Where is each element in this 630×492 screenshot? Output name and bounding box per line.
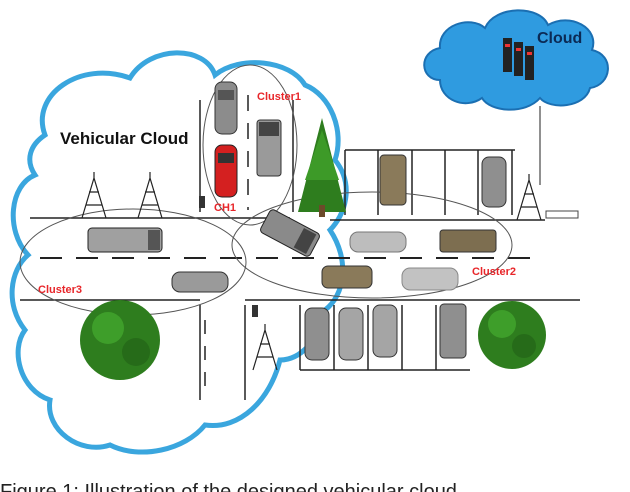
parking-lot-top bbox=[344, 149, 515, 215]
cluster-head-car-icon bbox=[214, 144, 238, 198]
cluster2-ellipse bbox=[231, 191, 513, 299]
vehicle-car-icon bbox=[481, 156, 507, 208]
vehicle-car-icon bbox=[401, 267, 459, 291]
bush-tree-icon bbox=[478, 301, 546, 369]
radio-tower-icon bbox=[516, 174, 542, 221]
vehicular-cloud-outline bbox=[9, 50, 349, 455]
radio-tower-icon bbox=[137, 172, 163, 219]
traffic-light-icon bbox=[199, 196, 205, 208]
server-rack-icon bbox=[503, 38, 534, 80]
vehicle-car-icon bbox=[321, 265, 373, 289]
vehicle-car-icon bbox=[372, 304, 398, 358]
pine-tree-icon bbox=[298, 118, 346, 217]
radio-tower-icon bbox=[252, 324, 278, 371]
ch1-label: CH1 bbox=[214, 202, 236, 214]
vehicle-truck-icon bbox=[439, 229, 497, 253]
cluster2-label: Cluster2 bbox=[472, 266, 516, 278]
vehicular-cloud-label: Vehicular Cloud bbox=[60, 129, 188, 148]
bush-tree-icon bbox=[80, 300, 160, 380]
vehicle-truck-icon bbox=[260, 209, 320, 257]
vehicle-van-icon bbox=[87, 227, 163, 253]
vehicle-car-icon bbox=[338, 307, 364, 361]
vehicle-car-icon bbox=[214, 81, 238, 135]
vehicle-car-icon bbox=[379, 154, 407, 206]
horizontal-road bbox=[20, 217, 580, 301]
vehicle-truck-icon bbox=[256, 119, 282, 177]
figure-caption: Figure 1: Illustration of the designed v… bbox=[0, 481, 474, 492]
radio-tower-icon bbox=[81, 172, 107, 219]
vehicle-car-icon bbox=[171, 271, 229, 293]
vertical-road bbox=[199, 95, 294, 400]
traffic-light-icon bbox=[252, 305, 258, 317]
cluster3-ellipse bbox=[19, 208, 247, 316]
roadside-unit-icon bbox=[545, 210, 579, 219]
internet-cloud: Cloud bbox=[423, 9, 609, 111]
parking-lot-bottom bbox=[299, 305, 470, 371]
vehicle-car-icon bbox=[304, 307, 330, 361]
cloud-label: Cloud bbox=[537, 30, 582, 47]
vehicle-car-icon bbox=[349, 231, 407, 253]
vehicle-car-icon bbox=[439, 303, 467, 359]
cluster1-ellipse bbox=[202, 64, 298, 226]
cluster3-label: Cluster3 bbox=[38, 284, 82, 296]
cluster1-label: Cluster1 bbox=[257, 91, 301, 103]
